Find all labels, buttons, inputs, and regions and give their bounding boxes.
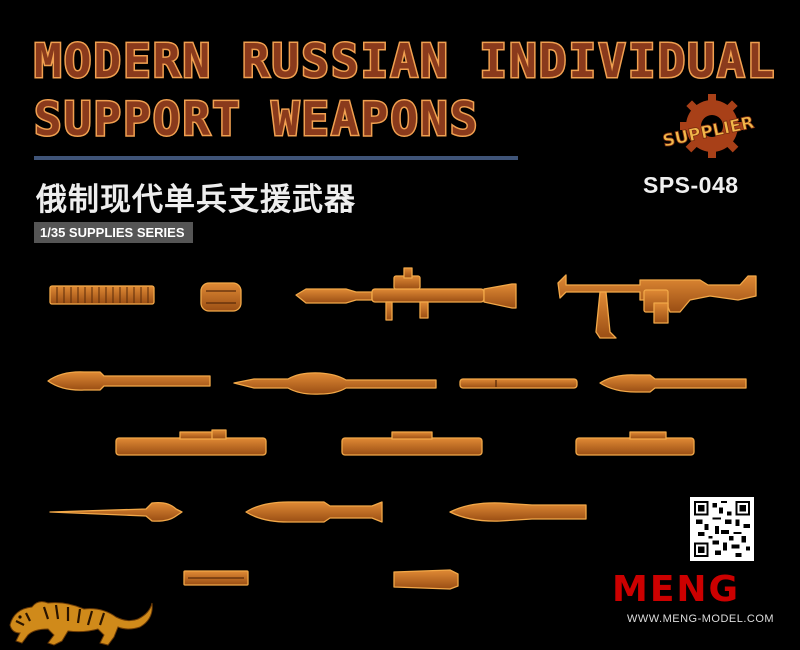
- product-code: SPS-048: [643, 172, 739, 198]
- part-ammunition-belt: [49, 285, 155, 305]
- title-line-2: SUPPORT WEAPONS: [32, 92, 480, 146]
- part-rocket-3: [459, 378, 578, 389]
- part-launch-tube-1: [115, 429, 267, 456]
- title-line-1: MODERN RUSSIAN INDIVIDUAL: [32, 34, 777, 88]
- part-rocket-7: [449, 502, 587, 522]
- tiger-emblem: [9, 601, 153, 646]
- title-chinese: 俄制现代单兵支援武器: [36, 182, 356, 218]
- part-rocket-6: [245, 501, 383, 523]
- part-ammo-box: [200, 282, 242, 312]
- meng-logo: MENG: [612, 569, 741, 610]
- part-rpg-7-launcher: [295, 267, 517, 321]
- part-rocket-container: [393, 569, 459, 590]
- website-url: WWW.MENG-MODEL.COM: [627, 613, 775, 625]
- part-rocket-4: [599, 374, 747, 393]
- part-launch-tube-3: [575, 431, 695, 456]
- part-pkm-machine-gun: [557, 274, 757, 339]
- part-rocket-case: [183, 570, 249, 586]
- part-rocket-2: [233, 372, 437, 395]
- title-divider: [34, 156, 518, 160]
- series-label: 1/35 SUPPLIES SERIES: [34, 222, 193, 243]
- part-rocket-1: [47, 371, 211, 391]
- part-rocket-5: [49, 501, 183, 522]
- part-launch-tube-2: [341, 431, 483, 456]
- supplier-gear-logo: SUPPLIER: [661, 94, 756, 158]
- qr-code: [690, 497, 754, 561]
